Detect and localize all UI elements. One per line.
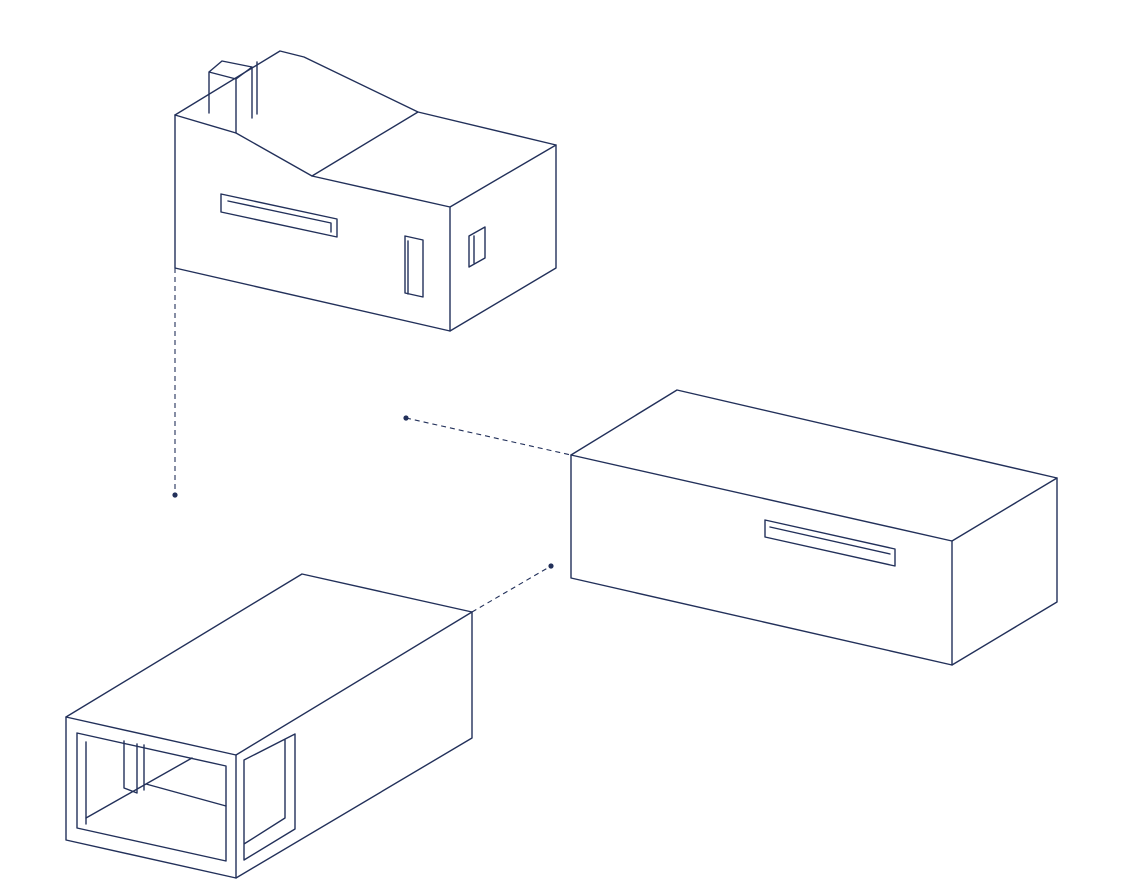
ribbon-window	[220, 193, 338, 238]
connectors	[172, 268, 572, 613]
box-side	[951, 477, 1058, 666]
box-left-connector	[405, 417, 572, 456]
frame-front	[65, 716, 237, 879]
house-volume	[174, 50, 557, 332]
side-opening	[243, 733, 296, 861]
front-inner-depth	[85, 740, 227, 819]
frame-top	[65, 573, 473, 756]
box-front	[570, 454, 953, 666]
chimney	[208, 60, 258, 134]
vertical-window	[404, 235, 424, 298]
box-ribbon-window	[764, 519, 896, 567]
connector-end-dot	[172, 492, 178, 498]
house-roof	[174, 50, 557, 177]
side-window	[468, 226, 486, 268]
frame-to-box-connector	[471, 565, 552, 613]
box-volume	[570, 389, 1058, 666]
house-side-wall	[449, 144, 557, 332]
box-top	[570, 389, 1058, 542]
connector-end-dot	[548, 563, 554, 569]
open-frame-volume	[65, 573, 473, 879]
frame-side	[235, 611, 473, 879]
house-front-wall	[174, 114, 451, 332]
connector-end-dot	[403, 415, 409, 421]
front-opening	[76, 732, 227, 862]
